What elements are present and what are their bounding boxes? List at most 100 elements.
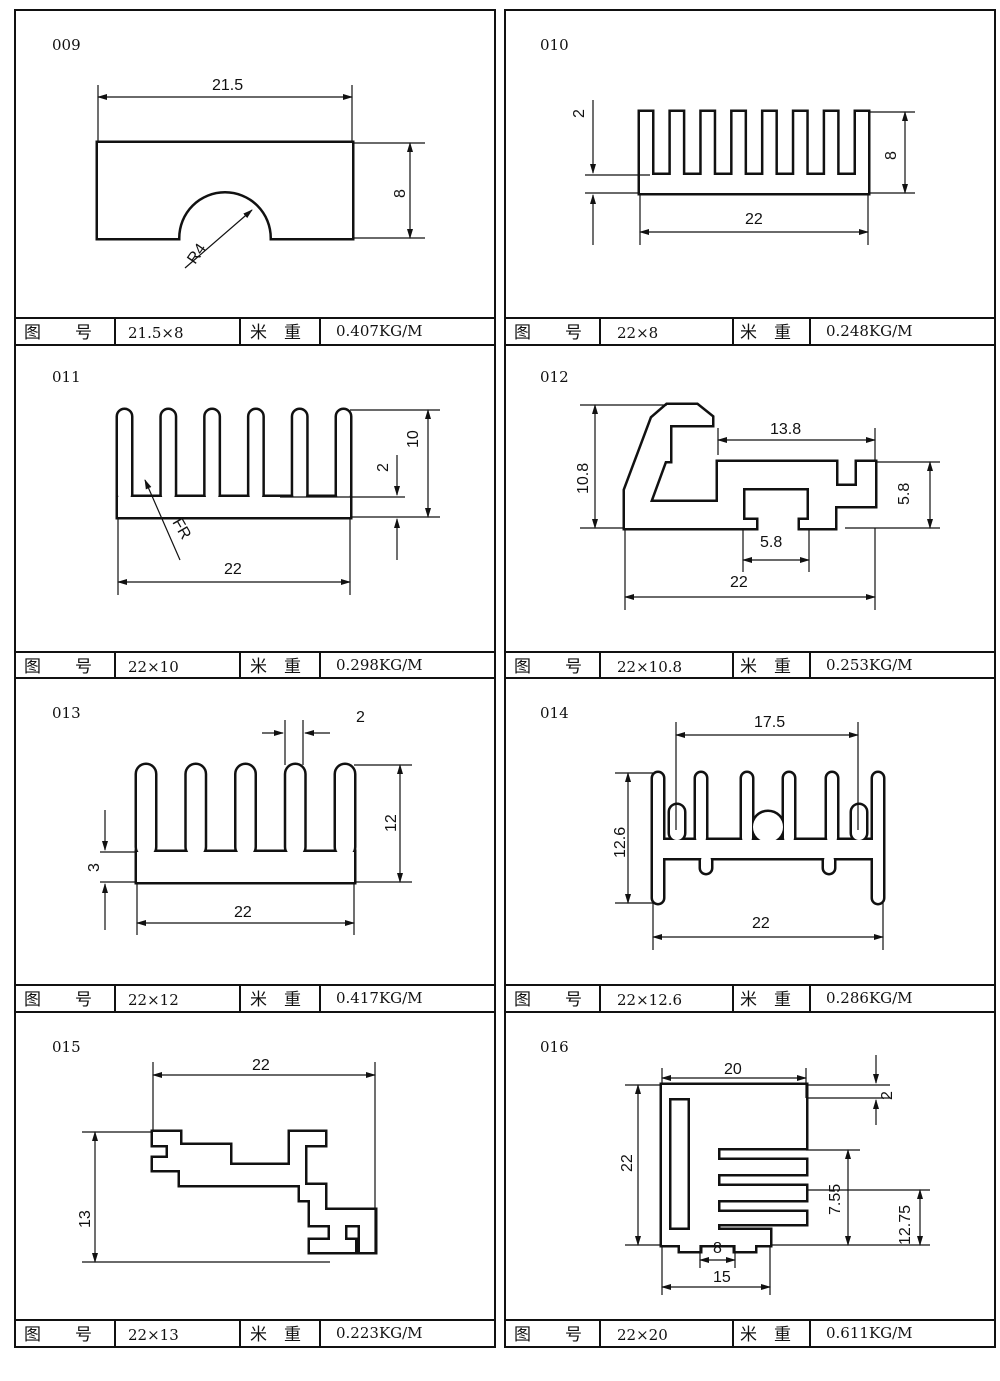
footer-row-016: 图 号 22×20 米 重 0.611KG/M [514, 1324, 913, 1345]
profile-outline [137, 852, 354, 882]
profile-size: 22×20 [617, 1326, 668, 1344]
dimension-label: 8 [883, 151, 900, 160]
profile-outline [701, 855, 711, 873]
dimension-label: 5.8 [896, 483, 913, 505]
dimension-label: 21.5 [212, 77, 243, 94]
profile-weight: 0.611KG/M [826, 1324, 913, 1342]
profile-outline [293, 410, 307, 501]
profile-outline [663, 840, 873, 858]
footer-row-012: 图 号 22×10.8 米 重 0.253KG/M [514, 656, 913, 677]
profile-009 [95, 140, 355, 241]
weight-label: 米 重 [250, 1325, 301, 1345]
profile-011 [115, 407, 353, 520]
dimension-label: 2 [571, 109, 588, 118]
profile-012 [622, 402, 878, 531]
dimension-label: 12 [383, 814, 400, 832]
dimension-label: 3 [86, 863, 103, 872]
footer-row-015: 图 号 22×13 米 重 0.223KG/M [24, 1324, 423, 1345]
profile-weight: 0.248KG/M [826, 322, 913, 340]
profile-outline [249, 410, 263, 501]
dimension-label: 5.8 [760, 534, 782, 551]
profile-outline [753, 812, 783, 842]
profile-weight: 0.417KG/M [336, 989, 423, 1007]
profile-outline [653, 773, 663, 903]
profile-outline [137, 765, 155, 856]
dimension-label: 13 [77, 1210, 94, 1228]
profile-outline [118, 497, 350, 517]
dimension-label: 17.5 [754, 714, 785, 731]
dimension-lines [82, 85, 940, 1295]
dimension-label: 15 [713, 1269, 731, 1286]
profile-outline [336, 765, 354, 856]
profile-size: 22×8 [617, 324, 658, 342]
dimension-label: 22 [730, 574, 748, 591]
profile-size: 22×12.6 [617, 991, 682, 1009]
profile-015 [150, 1129, 378, 1255]
profile-size: 22×13 [128, 1326, 179, 1344]
dimension-label: R4 [184, 241, 210, 268]
weight-label: 米 重 [740, 1325, 791, 1345]
profile-outline [153, 1132, 375, 1252]
profile-outline [286, 765, 305, 856]
profile-outline [680, 1245, 700, 1251]
dimension-label: 22 [252, 1057, 270, 1074]
weight-label: 米 重 [250, 323, 301, 343]
profile-outline [670, 112, 683, 179]
profile-number: 012 [540, 368, 569, 386]
profile-outline [763, 112, 776, 179]
profile-weight: 0.253KG/M [826, 656, 913, 674]
weight-label: 米 重 [740, 657, 791, 677]
footer-row-013: 图 号 22×12 米 重 0.417KG/M [24, 989, 423, 1010]
table-grid [14, 9, 996, 1348]
profile-outline [718, 1212, 806, 1224]
profile-outline [742, 773, 752, 843]
dimension-label: 8 [713, 1240, 722, 1257]
profile-number: 010 [540, 36, 569, 54]
profile-outline [784, 773, 794, 843]
profile-014 [650, 770, 886, 906]
profile-number: 013 [52, 704, 81, 722]
profile-outline [662, 1085, 669, 1245]
profile-outline [690, 1098, 806, 1148]
profile-outline [662, 1085, 806, 1098]
profile-outline [701, 112, 714, 179]
profile-010 [637, 109, 871, 196]
profile-weight: 0.407KG/M [336, 322, 423, 340]
profile-outline [670, 805, 684, 840]
dimension-label: 2 [356, 709, 365, 726]
figure-no-label: 图 号 [24, 657, 92, 677]
profile-outline [696, 773, 706, 843]
dimension-label: 20 [724, 1061, 742, 1078]
weight-label: 米 重 [250, 990, 301, 1010]
dimension-label: 10.8 [575, 463, 592, 494]
profile-outline [640, 175, 868, 193]
leader-arrow [144, 479, 181, 561]
profile-size: 22×10 [128, 658, 179, 676]
profile-number: 011 [52, 368, 81, 386]
weight-label: 米 重 [740, 323, 791, 343]
leader-arrow [184, 209, 253, 269]
figure-no-label: 图 号 [514, 323, 582, 343]
profile-outline [732, 112, 745, 179]
profile-013 [134, 762, 357, 885]
profile-size: 22×10.8 [617, 658, 682, 676]
profile-outline [718, 1160, 806, 1174]
profile-outline [825, 112, 838, 179]
profile-outline [205, 410, 219, 501]
footer-row-010: 图 号 22×8 米 重 0.248KG/M [514, 322, 913, 343]
dimension-label: 2 [879, 1091, 896, 1100]
dimension-label: 8 [392, 189, 409, 198]
profile-number: 015 [52, 1038, 81, 1056]
profile-outline [662, 1230, 770, 1245]
figure-no-label: 图 号 [24, 1325, 92, 1345]
figure-no-label: 图 号 [514, 990, 582, 1010]
profile-weight: 0.286KG/M [826, 989, 913, 1007]
profile-outline [161, 410, 175, 501]
profile-weight: 0.223KG/M [336, 1324, 423, 1342]
dimension-label: 12.6 [612, 827, 629, 858]
dimension-label: 22 [752, 915, 770, 932]
dimension-label: 13.8 [770, 421, 801, 438]
profile-outline [98, 143, 352, 238]
dimension-label: 22 [224, 561, 242, 578]
profile-number: 016 [540, 1038, 569, 1056]
